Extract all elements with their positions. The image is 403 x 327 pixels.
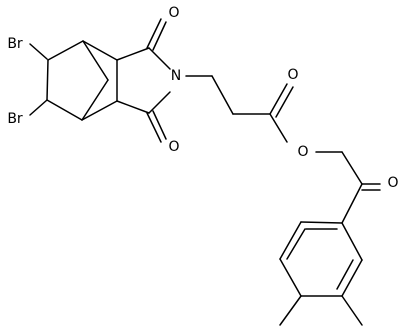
- nitrogen-atom-imide: N: [171, 68, 181, 84]
- oxygen-atom-imide-top: O: [168, 5, 179, 21]
- bond: [275, 86, 294, 118]
- bond: [279, 295, 302, 326]
- bond: [47, 40, 84, 61]
- bond: [46, 99, 83, 121]
- bond: [269, 83, 288, 115]
- bromine-atom-top: Br: [7, 36, 23, 52]
- bond: [82, 40, 118, 61]
- bond: [341, 295, 363, 326]
- bond: [46, 59, 49, 101]
- oxygen-atom-imide-bottom: O: [168, 139, 179, 155]
- bond: [341, 259, 363, 297]
- bond: [82, 40, 109, 81]
- bond: [300, 221, 343, 224]
- oxygen-atom-ester-carbonyl: O: [287, 67, 298, 83]
- bond: [148, 91, 171, 114]
- bond: [29, 43, 48, 60]
- bond: [341, 183, 363, 224]
- bond: [81, 79, 109, 121]
- bond: [279, 221, 302, 260]
- bond: [116, 100, 150, 114]
- bond: [146, 112, 162, 143]
- bond: [341, 222, 363, 261]
- bond: [286, 228, 306, 260]
- bond: [148, 47, 171, 70]
- bond: [336, 259, 354, 290]
- bond: [152, 110, 167, 140]
- bond: [146, 18, 162, 49]
- bond: [211, 75, 234, 115]
- atom-labels: Br Br O N O O O O: [7, 5, 398, 191]
- bond: [152, 21, 167, 51]
- bonds: [29, 18, 381, 326]
- bond: [269, 113, 288, 143]
- bond: [81, 100, 118, 121]
- bond: [116, 47, 150, 61]
- bond: [341, 151, 363, 185]
- bromine-atom-bottom: Br: [7, 111, 23, 127]
- bond: [29, 99, 48, 116]
- oxygen-atom-ketone: O: [387, 175, 398, 191]
- bond: [279, 258, 302, 297]
- oxygen-atom-ester: O: [297, 144, 308, 160]
